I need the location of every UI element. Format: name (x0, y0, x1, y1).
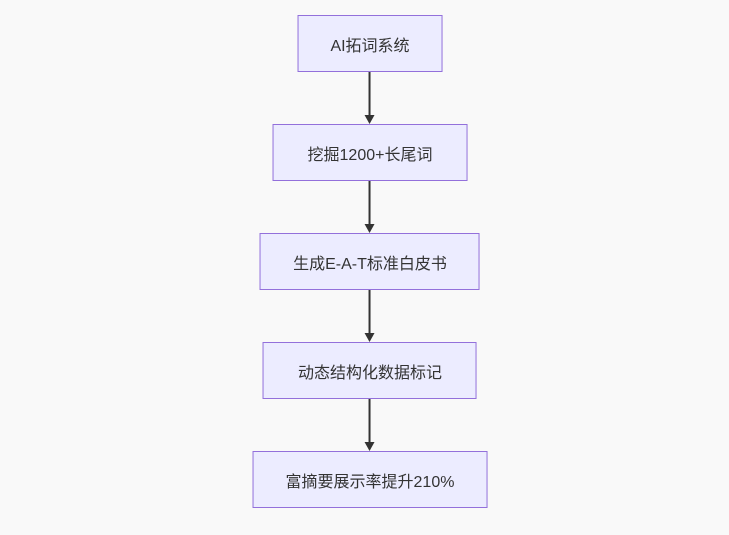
arrowhead-icon (365, 442, 375, 451)
arrowhead-icon (365, 115, 375, 124)
flow-node-rich-snippet-uplift: 富摘要展示率提升210% (252, 451, 488, 508)
arrow-line (369, 72, 371, 116)
arrowhead-icon (365, 224, 375, 233)
arrow-line (369, 181, 371, 225)
flow-node-eat-whitepaper: 生成E-A-T标准白皮书 (260, 233, 480, 290)
flow-node-ai-keyword-system: AI拓词系统 (297, 15, 443, 72)
arrowhead-icon (365, 333, 375, 342)
node-label: 生成E-A-T标准白皮书 (293, 255, 447, 273)
node-label: AI拓词系统 (330, 37, 410, 55)
flow-node-structured-data-markup: 动态结构化数据标记 (263, 342, 477, 399)
flowchart: AI拓词系统 挖掘1200+长尾词 生成E-A-T标准白皮书 动态结构化数据标记 (252, 15, 488, 508)
flow-arrow-4 (364, 399, 376, 451)
node-label: 动态结构化数据标记 (297, 364, 442, 382)
flow-arrow-2 (364, 181, 376, 233)
flow-node-longtail-mining: 挖掘1200+长尾词 (272, 124, 468, 181)
node-label: 挖掘1200+长尾词 (307, 146, 433, 164)
arrow-line (369, 399, 371, 443)
flow-arrow-1 (364, 72, 376, 124)
node-label: 富摘要展示率提升210% (285, 473, 455, 491)
flow-arrow-3 (364, 290, 376, 342)
arrow-line (369, 290, 371, 334)
